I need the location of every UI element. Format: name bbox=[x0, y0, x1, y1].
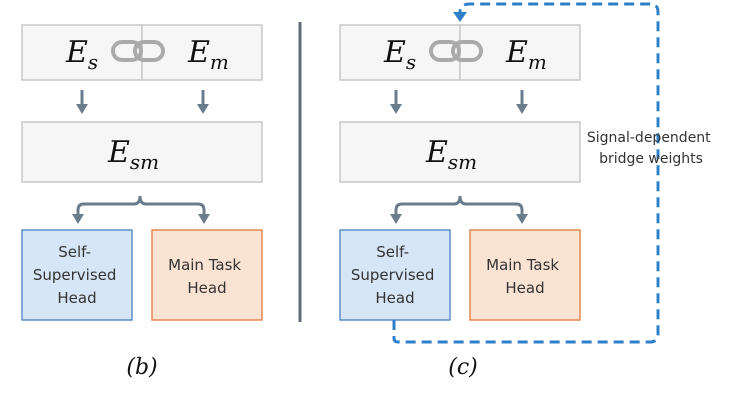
encoder-m-label: Em bbox=[505, 35, 547, 74]
down-arrow-icon bbox=[390, 90, 402, 114]
chain-link-icon bbox=[111, 40, 165, 62]
main-task-head-label: Main Task Head bbox=[168, 256, 246, 297]
encoder-s-label: Es bbox=[65, 35, 98, 74]
dashed-feedback-arrow-icon bbox=[392, 2, 660, 344]
feedback-note: Signal-dependent bridge weights bbox=[587, 130, 715, 167]
chain-link-icon bbox=[429, 40, 483, 62]
down-arrow-icon bbox=[76, 90, 88, 114]
encoder-s-box bbox=[21, 24, 143, 81]
split-arrow-icon bbox=[390, 195, 528, 224]
main-task-head-label: Main Task Head bbox=[486, 256, 564, 297]
self-supervised-head-label: Self- Supervised Head bbox=[351, 243, 439, 307]
encoder-s-label: Es bbox=[383, 35, 416, 74]
panel-c: Es Em Esm Self- Supervised Head Mai bbox=[339, 2, 715, 380]
down-arrow-icon bbox=[197, 90, 209, 114]
split-arrow-icon bbox=[72, 195, 210, 224]
self-supervised-head-box bbox=[339, 229, 451, 321]
encoder-sm-label: Esm bbox=[107, 135, 159, 174]
encoder-sm-label: Esm bbox=[425, 135, 477, 174]
down-arrow-icon bbox=[516, 90, 528, 114]
caption-c: (c) bbox=[448, 355, 478, 380]
self-supervised-head-box bbox=[21, 229, 133, 321]
panel-b: Es Em Esm Self- Supervised Head Mai bbox=[21, 24, 263, 380]
encoder-sm-box bbox=[339, 121, 581, 183]
encoder-sm-box bbox=[21, 121, 263, 183]
main-task-head-box bbox=[469, 229, 581, 321]
main-task-head-box bbox=[151, 229, 263, 321]
encoder-m-label: Em bbox=[187, 35, 229, 74]
caption-b: (b) bbox=[126, 355, 157, 380]
self-supervised-head-label: Self- Supervised Head bbox=[33, 243, 121, 307]
